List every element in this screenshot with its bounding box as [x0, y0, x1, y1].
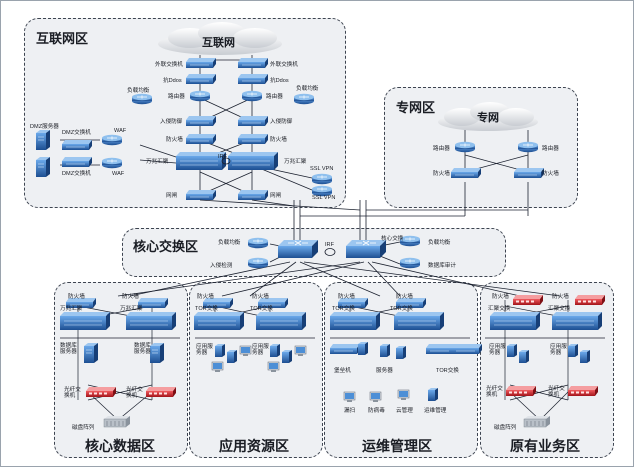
label-irf-internet: IRF — [218, 154, 228, 160]
label-lg-agg-r: 汇聚交换 — [548, 306, 571, 312]
label-core-db-audit: 数据库审计 — [428, 263, 456, 269]
label-ops-tor-b: TOR交换 — [436, 368, 459, 374]
zone-title-private: 专网区 — [396, 100, 436, 115]
zone-appres — [189, 282, 323, 458]
label-dmz-server: DMZ服务器 — [30, 124, 59, 130]
label-ext-switch-l: 外联交换机 — [155, 62, 183, 68]
label-core-sw: 核心交换 — [381, 236, 404, 242]
zone-title-internet: 互联网区 — [36, 31, 89, 46]
label-ops-bastion: 堡垒机 — [334, 368, 351, 374]
label-antiddos-r: 抗Ddos — [270, 78, 289, 84]
label-ar-tor-l: TOR交换 — [195, 306, 218, 312]
label-core-irf: IRF — [325, 242, 335, 248]
label-ops-tor-l: TOR交换 — [332, 306, 355, 312]
label-core-ids: 入侵检测 — [210, 263, 233, 269]
zone-coredata — [54, 282, 188, 458]
label-ops-tor-r: TOR交换 — [390, 306, 413, 312]
label-lg-fc-l: 光纤交 换机 — [486, 386, 503, 398]
zone-title-core: 核心交换区 — [133, 239, 199, 254]
label-lg-agg-l: 汇聚交换 — [488, 306, 511, 312]
label-agg-r: 万兆汇聚 — [284, 159, 307, 165]
label-ops-av: 防病毒 — [368, 408, 385, 414]
label-cd-db-r: 数据库 服务器 — [134, 343, 151, 355]
zone-title-appres: 应用资源区 — [219, 438, 289, 454]
label-router-l: 路由器 — [168, 94, 185, 100]
label-agg-l: 万兆汇聚 — [146, 159, 169, 165]
label-lg-fw-r: 防火墙 — [552, 294, 569, 300]
label-lg-fc-r: 光纤交 换机 — [548, 386, 565, 398]
label-ips-r: 入侵防御 — [270, 119, 293, 125]
label-lg-app-r: 应用服 务器 — [550, 344, 567, 356]
label-lb-r: 负载均衡 — [296, 86, 319, 92]
private-cloud-icon — [438, 102, 538, 131]
label-antiddos-l: 抗Ddos — [163, 78, 182, 84]
label-cd-fw-r: 防火墙 — [122, 294, 139, 300]
label-waf-b: WAF — [112, 171, 125, 177]
label-lb-l: 负载均衡 — [127, 88, 150, 94]
internet-cloud-icon — [158, 22, 282, 55]
label-ar-fw-r: 防火墙 — [252, 294, 269, 300]
internet-cloud-label: 互联网 — [202, 37, 235, 49]
zone-legacy — [480, 282, 614, 458]
label-cd-db-l: 数据库 服务器 — [60, 343, 77, 355]
label-ar-app-l: 应用服 务器 — [196, 344, 213, 356]
label-gap-l: 网闸 — [166, 193, 178, 199]
label-core-lb-l: 负载均衡 — [218, 240, 241, 246]
label-core-lb-r: 负载均衡 — [428, 240, 451, 246]
label-ar-app-r: 应用服 务器 — [252, 344, 269, 356]
label-gap-r: 网闸 — [270, 193, 282, 199]
label-fw-r: 防火墙 — [270, 137, 287, 143]
label-lg-app-l: 应用服 务器 — [489, 344, 506, 356]
label-fw-l: 防火墙 — [166, 137, 183, 143]
label-ops-fw-l: 防火墙 — [338, 294, 355, 300]
label-ops-ops-mgmt: 运维管理 — [424, 408, 447, 414]
label-cd-fc-r: 光纤交 换机 — [126, 387, 143, 399]
label-dmz-switch-b: DMZ交换机 — [62, 171, 91, 177]
label-ops-cloud-mgmt: 云管理 — [396, 408, 413, 414]
label-cd-fc-l: 光纤交 换机 — [64, 387, 81, 399]
label-ar-tor-r: TOR交换 — [250, 306, 273, 312]
label-lg-fw-l: 防火墙 — [492, 294, 509, 300]
label-ops-server: 服务器 — [376, 368, 393, 374]
label-cd-array: 磁盘阵列 — [72, 425, 95, 431]
label-waf-t: WAF — [114, 128, 127, 134]
label-ext-switch-r: 外联交换机 — [270, 62, 298, 68]
label-cd-fw-l: 防火墙 — [68, 294, 85, 300]
label-router-r: 路由器 — [266, 94, 283, 100]
label-sslvpn-t: SSL VPN — [310, 166, 334, 172]
label-pn-router-l: 路由器 — [433, 146, 450, 152]
zone-title-ops: 运维管理区 — [362, 438, 432, 454]
label-cd-agg-r: 万兆汇聚 — [120, 306, 143, 312]
private-cloud-label: 专网 — [477, 112, 499, 124]
label-sslvpn-b: SSL VPN — [312, 195, 336, 201]
label-ar-fw-l: 防火墙 — [197, 294, 214, 300]
label-pn-fw-l: 防火墙 — [433, 171, 450, 177]
zone-title-coredata: 核心数据区 — [85, 438, 155, 454]
label-cd-agg-l: 万兆汇聚 — [60, 306, 83, 312]
label-ops-fw-r: 防火墙 — [396, 294, 413, 300]
label-dmz-switch-t: DMZ交换机 — [62, 130, 91, 136]
label-ops-vuln: 漏扫 — [344, 408, 356, 414]
label-ips-l: 入侵防御 — [160, 119, 183, 125]
label-lg-array: 磁盘阵列 — [494, 425, 517, 431]
zone-title-legacy: 原有业务区 — [510, 438, 580, 454]
label-pn-router-r: 路由器 — [542, 146, 559, 152]
label-pn-fw-r: 防火墙 — [542, 171, 559, 177]
